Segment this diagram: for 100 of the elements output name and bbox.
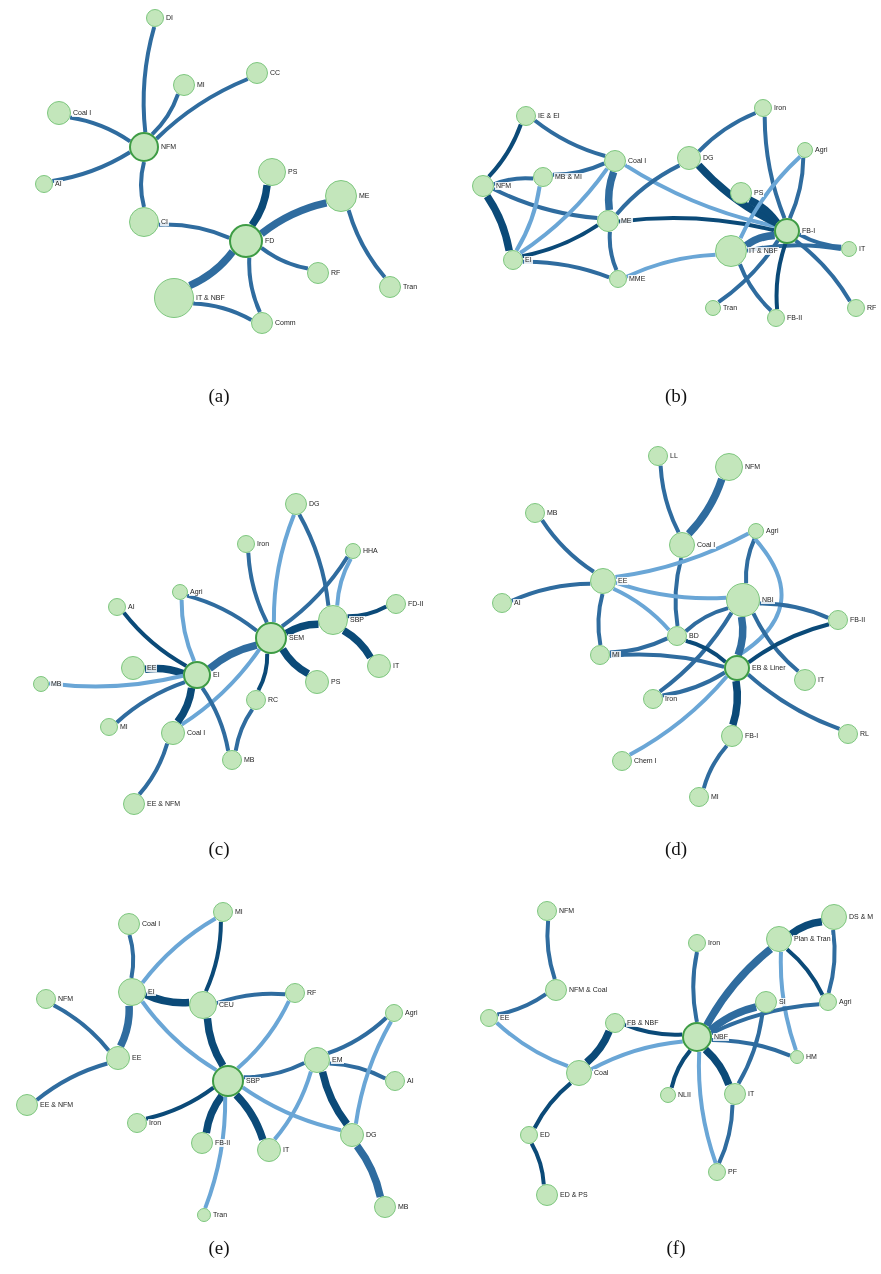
network-link [117,1005,133,1048]
network-link [738,155,802,239]
network-link [785,947,825,996]
network-link [702,1046,733,1087]
network-link [662,670,726,698]
network-link [590,1039,683,1071]
network-link [658,465,681,534]
network-link [521,223,599,259]
network-link [826,929,837,994]
network-link [691,951,699,1023]
network-link [738,263,773,312]
network-link [179,599,197,663]
network-link [69,115,132,144]
network-link [141,26,157,133]
network-link [584,1029,613,1066]
network-link [483,194,513,252]
network-link [180,647,262,727]
panel-caption: (d) [664,838,688,860]
network-link [532,1081,573,1129]
network-link [243,1061,306,1080]
network-link [746,243,842,253]
network-link [487,123,523,178]
network-link [596,593,605,646]
network-link [284,620,319,637]
network-link [743,538,757,584]
network-link [615,580,727,601]
network-link [52,1003,111,1052]
network-link [717,1104,735,1164]
network-link [354,1143,385,1198]
panel-caption: (c) [208,838,230,860]
network-link [624,1022,683,1037]
network-link [788,918,823,938]
network-link [717,239,780,304]
network-link [685,477,726,537]
network-link [734,616,747,657]
network-link [236,1000,291,1070]
network-link [628,674,729,757]
network-link [774,243,788,310]
network-link [139,161,146,208]
network-link [522,259,610,280]
network-link [762,116,787,219]
network-link [552,161,606,177]
network-link [696,1051,718,1164]
network-link [711,1037,791,1058]
network-link [701,744,729,789]
network-link [673,557,684,627]
network-link [519,167,609,255]
network-link [200,686,231,752]
network-link [122,611,188,668]
network-link [669,1049,692,1089]
network-link [787,157,806,220]
network-link [604,170,618,211]
network-link [746,673,841,731]
panel-caption: (a) [208,385,230,407]
network-link [48,673,184,689]
network-link [174,687,196,725]
network-link [798,232,842,249]
network-link [115,680,186,724]
network-link [204,921,223,993]
panel-caption: (f) [666,1237,686,1259]
network-link [155,77,249,141]
network-link [203,1017,227,1068]
network-link [140,1000,218,1072]
network-link [158,222,231,240]
network-link [618,216,775,233]
network-link [318,1070,350,1127]
network-link [233,1092,267,1141]
network-link [346,209,387,279]
network-link [607,231,619,271]
network-link [759,601,829,620]
network-link [540,518,595,574]
network-link [259,199,328,237]
network-link [335,557,353,606]
network-link [144,664,185,678]
network-link [778,951,798,1051]
network-link [279,647,311,677]
network-link [216,991,286,1006]
network-link [794,239,852,303]
network-link [615,163,681,216]
network-link [248,184,271,228]
network-link [347,604,388,619]
network-link [533,118,606,158]
network-link [247,257,262,313]
network-link [271,514,296,623]
network-link [193,301,253,322]
network-link [297,513,331,606]
network-link [743,231,776,249]
network-link [202,1093,225,1134]
network-link [492,187,598,220]
network-link [495,1021,569,1069]
network-link [140,916,217,985]
network-link [514,186,542,252]
network-link [241,1085,342,1133]
network-link [609,636,669,655]
network-link [260,246,309,271]
network-link [684,606,729,633]
network-link [545,920,557,980]
network-link [624,163,776,229]
network-link [710,1002,820,1035]
network-link [188,249,236,289]
